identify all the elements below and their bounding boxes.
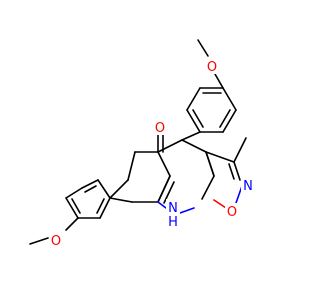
atom-nh-n-label: N: [168, 201, 178, 216]
cyclohexenone-ring: [109, 151, 171, 203]
methyl-group: [233, 137, 247, 163]
molecule-structure: O O O N O N H: [29, 39, 255, 249]
top-methoxy-group: [197, 39, 224, 89]
atom-o-isoxazole: O: [225, 203, 239, 220]
atom-o-isoxazole-label: O: [227, 205, 237, 220]
isoxazole-ring: [205, 151, 243, 209]
atom-nh-h-label: H: [168, 215, 178, 230]
top-methoxyphenyl-ring: [186, 87, 237, 133]
atom-o-methoxy-left: O: [49, 232, 63, 249]
nh-bond: [157, 201, 167, 209]
atom-nh: N H: [166, 199, 180, 230]
atom-n-isoxazole-label: N: [243, 179, 253, 194]
left-methoxy-group: [29, 217, 79, 245]
left-methoxyphenyl-ring: [65, 179, 111, 219]
atom-o-methoxy-left-label: O: [51, 234, 61, 249]
atom-o-ketone-label: O: [155, 121, 165, 136]
atom-o-ketone: O: [153, 119, 167, 136]
atom-o-methoxy-top-label: O: [207, 60, 217, 75]
atom-n-isoxazole: N: [241, 177, 255, 194]
atom-o-methoxy-top: O: [205, 58, 219, 75]
